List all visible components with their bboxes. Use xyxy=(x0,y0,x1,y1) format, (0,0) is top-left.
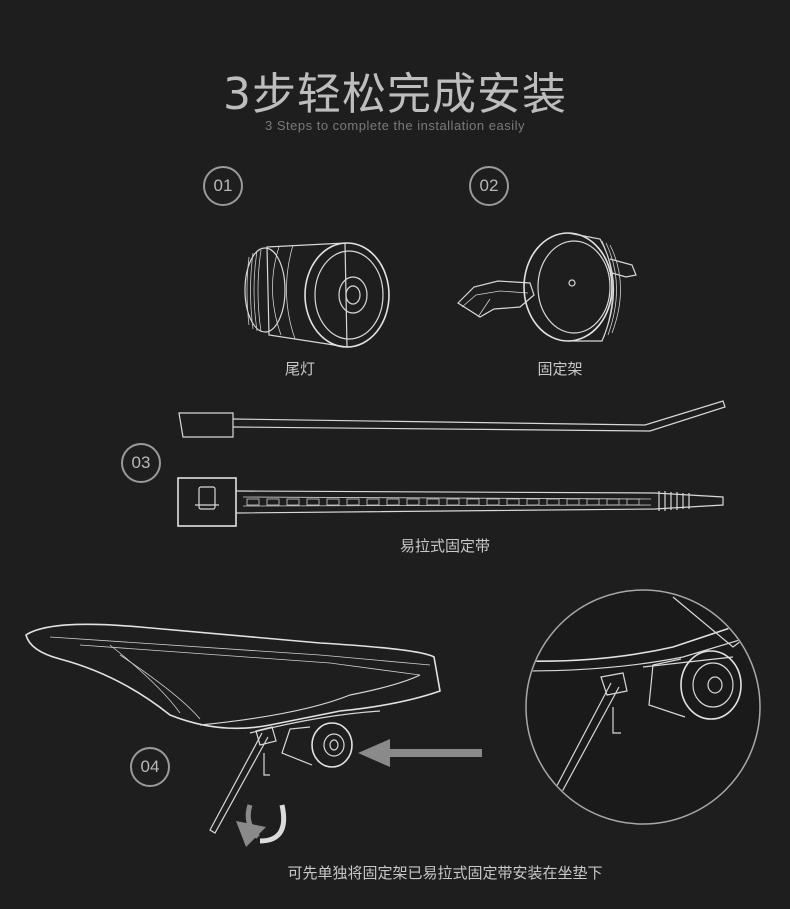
strap-tooth xyxy=(626,498,640,506)
step-04-badge: 04 xyxy=(130,747,170,787)
strap-tooth xyxy=(506,498,520,506)
strap-tooth xyxy=(266,498,280,506)
mount-bracket-illustration xyxy=(457,232,637,342)
strap-tooth xyxy=(366,498,380,506)
strap-tooth xyxy=(546,498,560,506)
strap-tooth xyxy=(326,498,340,506)
page-subtitle: 3 Steps to complete the installation eas… xyxy=(265,118,525,133)
tail-light-illustration xyxy=(244,242,390,348)
strap-top-view xyxy=(177,477,724,527)
step-01-badge: 01 xyxy=(203,166,243,206)
strap-tooth xyxy=(286,498,300,506)
step-04-caption: 可先单独将固定架已易拉式固定带安装在坐垫下 xyxy=(287,864,603,882)
step-03-caption: 易拉式固定带 xyxy=(399,537,490,555)
strap-tooth xyxy=(446,498,460,506)
step-03-badge: 03 xyxy=(121,443,161,483)
strap-tooth xyxy=(586,498,600,506)
saddle-installation-illustration xyxy=(25,623,482,847)
strap-tooth xyxy=(466,498,480,506)
strap-tooth xyxy=(386,498,400,506)
strap-tooth xyxy=(526,498,540,506)
page-title: 3步轻松完成安装 xyxy=(223,69,567,120)
strap-tooth xyxy=(306,498,320,506)
zoom-detail-circle xyxy=(525,589,761,825)
strap-side-view xyxy=(178,400,726,438)
strap-tooth xyxy=(606,498,620,506)
strap-tooth xyxy=(486,498,500,506)
step-01-caption: 尾灯 xyxy=(284,360,315,378)
step-02-badge: 02 xyxy=(469,166,509,206)
strap-tooth xyxy=(426,498,440,506)
step-02-caption: 固定架 xyxy=(537,360,583,378)
strap-tooth xyxy=(406,498,420,506)
strap-tooth xyxy=(346,498,360,506)
strap-tooth xyxy=(246,498,260,506)
strap-tooth xyxy=(566,498,580,506)
